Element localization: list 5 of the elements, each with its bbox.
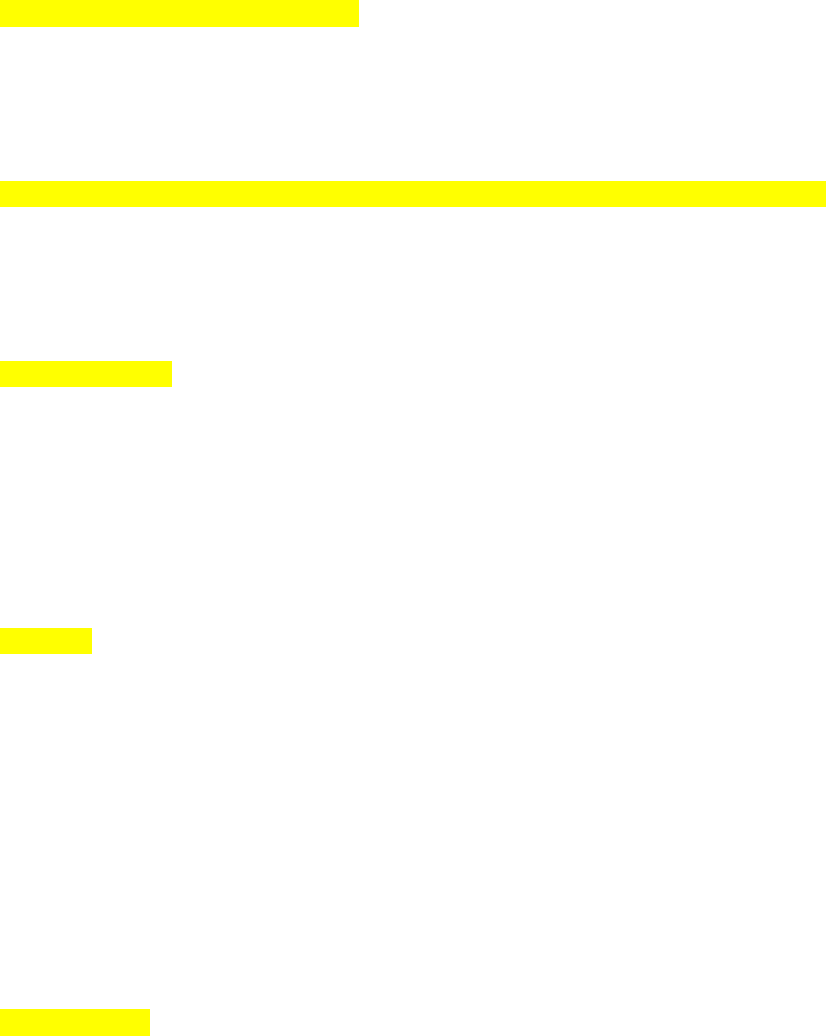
highlight-bar bbox=[0, 361, 172, 387]
highlight-bar bbox=[0, 181, 826, 207]
highlight-bar bbox=[0, 1009, 150, 1036]
highlight-bar bbox=[0, 628, 92, 654]
highlight-bar bbox=[0, 0, 359, 27]
